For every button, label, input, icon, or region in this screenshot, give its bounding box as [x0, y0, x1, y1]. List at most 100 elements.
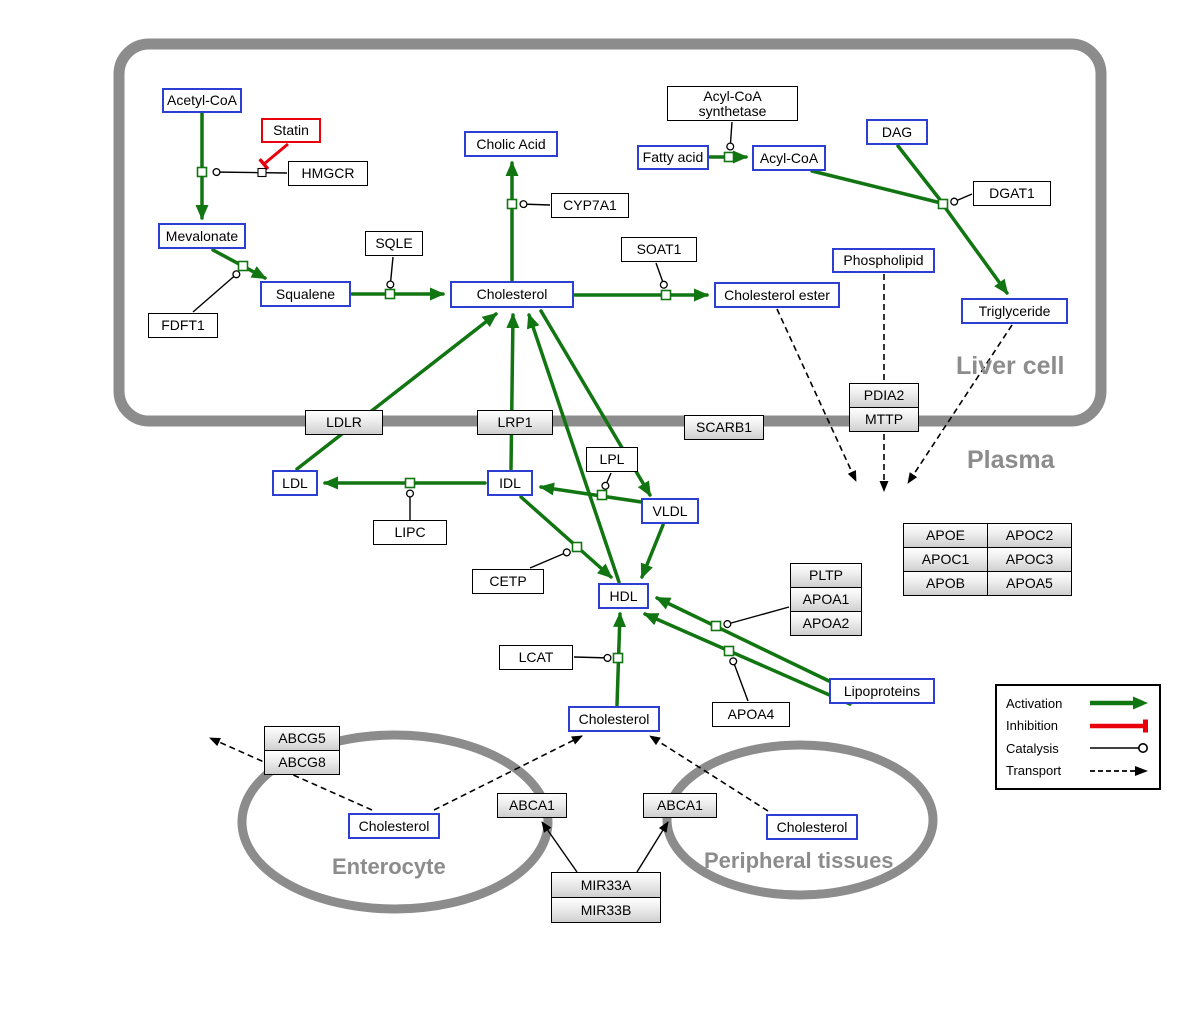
node-mttp[interactable]: MTTP: [849, 407, 919, 432]
node-apoa4[interactable]: APOA4: [712, 702, 790, 727]
node-pltp[interactable]: PLTP: [790, 563, 862, 588]
node-statin[interactable]: Statin: [261, 118, 321, 143]
enterocyte-label: Enterocyte: [332, 854, 446, 879]
edge-lipoproteins-hdl-upper: [655, 596, 831, 683]
node-cholesterol-peripheral[interactable]: Cholesterol: [766, 814, 858, 840]
edge-idl-cholesterol-lrp1: [506, 313, 520, 471]
node-mir33a[interactable]: MIR33A: [551, 872, 661, 898]
legend-row-catalysis: Catalysis: [1006, 738, 1150, 758]
node-squalene[interactable]: Squalene: [260, 281, 351, 307]
node-lrp1[interactable]: LRP1: [477, 410, 553, 435]
node-scarb1[interactable]: SCARB1: [684, 415, 764, 440]
node-cetp[interactable]: CETP: [472, 569, 544, 594]
catalysis-cyp7a1: [519, 200, 551, 209]
node-acetyl-coa[interactable]: Acetyl-CoA: [162, 88, 242, 113]
node-acyl-coa-synthetase[interactable]: Acyl-CoA synthetase: [667, 86, 798, 121]
catalysis-sqle: [386, 256, 395, 289]
node-idl[interactable]: IDL: [487, 470, 533, 496]
activation-edges: [195, 111, 1009, 707]
peripheral-tissues-label: Peripheral tissues: [704, 848, 894, 873]
node-lipoproteins[interactable]: Lipoproteins: [829, 678, 935, 704]
node-lcat[interactable]: LCAT: [499, 645, 573, 670]
catalysis-circle-icon: [1090, 743, 1148, 754]
catalysis-fdft1: [192, 270, 241, 313]
catalysis-dgat1: [950, 193, 973, 206]
node-abca1-left[interactable]: ABCA1: [497, 793, 567, 818]
node-lipc[interactable]: LIPC: [373, 520, 447, 545]
legend-activation-label: Activation: [1006, 695, 1063, 711]
edge-vldl-hdl: [640, 523, 665, 579]
legend-transport-label: Transport: [1006, 763, 1062, 779]
node-cholesterol-enterocyte[interactable]: Cholesterol: [348, 813, 440, 839]
inhibition-tbar-icon: [1090, 719, 1148, 733]
liver-cell-membrane: [113, 38, 1107, 427]
node-fdft1[interactable]: FDFT1: [148, 313, 218, 338]
node-vldl[interactable]: VLDL: [641, 498, 699, 524]
inhibition-statin-hmgcr: [258, 142, 289, 171]
catalysis-apoa1-group: [723, 606, 790, 629]
edge-dgat1node-triglyceride: [942, 204, 1009, 295]
node-cyp7a1[interactable]: CYP7A1: [551, 193, 629, 218]
node-phospholipid[interactable]: Phospholipid: [832, 248, 935, 273]
catalysis-lpl: [601, 472, 612, 490]
node-apoe[interactable]: APOE: [903, 523, 988, 548]
edge-ldl-cholesterol-ldlr: [295, 312, 498, 471]
node-mevalonate[interactable]: Mevalonate: [158, 223, 246, 249]
edge-mir33-abca1-right: [636, 821, 669, 873]
node-abcg5[interactable]: ABCG5: [264, 726, 340, 751]
legend-row-activation: Activation: [1006, 693, 1150, 713]
node-fatty-acid[interactable]: Fatty acid: [637, 145, 709, 170]
edge-idl-hdl-cetp: [519, 495, 613, 579]
node-soat1[interactable]: SOAT1: [621, 237, 697, 262]
node-apoc2[interactable]: APOC2: [987, 523, 1072, 548]
liver-cell-label: Liver cell: [956, 352, 1065, 380]
edge-vldl-idl-lpl: [539, 482, 650, 505]
edge-lipoproteins-hdl-lower: [643, 612, 852, 706]
catalysis-hmgcr: [212, 167, 288, 177]
edge-acylcoa-dgat1node: [810, 169, 943, 205]
node-apoa5[interactable]: APOA5: [987, 571, 1072, 596]
transport-triglyceride-plasma: [907, 324, 1013, 484]
node-mir33b[interactable]: MIR33B: [551, 897, 661, 923]
node-cholesterol-plasma[interactable]: Cholesterol: [568, 706, 660, 732]
node-abcg8[interactable]: ABCG8: [264, 750, 340, 775]
legend-row-transport: Transport: [1006, 761, 1150, 781]
edge-hdl-cholesterol: [526, 313, 621, 584]
node-hmgcr[interactable]: HMGCR: [288, 161, 368, 186]
node-dag[interactable]: DAG: [866, 119, 928, 145]
node-ldl[interactable]: LDL: [272, 470, 318, 496]
node-lpl[interactable]: LPL: [586, 447, 638, 472]
node-apoa1[interactable]: APOA1: [790, 587, 862, 612]
inhibition-edges: [258, 142, 289, 171]
node-pdia2[interactable]: PDIA2: [849, 383, 919, 408]
legend: Activation Inhibition Catalysis Transpor…: [995, 684, 1161, 790]
legend-row-inhibition: Inhibition: [1006, 716, 1150, 736]
transport-dashed-arrow-icon: [1090, 765, 1148, 776]
node-sqle[interactable]: SQLE: [365, 231, 423, 256]
node-apob[interactable]: APOB: [903, 571, 988, 596]
node-apoc3[interactable]: APOC3: [987, 547, 1072, 572]
legend-inhibition-label: Inhibition: [1006, 718, 1059, 734]
node-cholesterol-ester[interactable]: Cholesterol ester: [714, 282, 840, 308]
node-cholesterol-liver[interactable]: Cholesterol: [450, 281, 574, 308]
hmgcr-anchor: [257, 167, 267, 178]
node-apoc1[interactable]: APOC1: [903, 547, 988, 572]
transport-edges: [209, 274, 1013, 812]
node-cholic-acid[interactable]: Cholic Acid: [464, 131, 558, 157]
transport-peripheral-cholesterol-plasma: [649, 735, 769, 812]
transport-enterocyte-cholesterol-plasma: [433, 735, 583, 811]
edge-mir33-abca1-left: [541, 821, 578, 873]
node-hdl[interactable]: HDL: [598, 583, 649, 609]
transport-cholesterolester-plasma: [776, 308, 857, 482]
node-triglyceride[interactable]: Triglyceride: [961, 298, 1068, 324]
node-abca1-right[interactable]: ABCA1: [643, 793, 717, 818]
node-dgat1[interactable]: DGAT1: [973, 181, 1051, 206]
node-ldlr[interactable]: LDLR: [305, 410, 383, 435]
edge-dag-dgat1node: [896, 144, 943, 203]
node-apoa2[interactable]: APOA2: [790, 611, 862, 636]
catalysis-acylcoa-synthetase: [726, 121, 735, 151]
node-acyl-coa[interactable]: Acyl-CoA: [752, 145, 826, 171]
reaction-anchors: [196, 151, 949, 664]
